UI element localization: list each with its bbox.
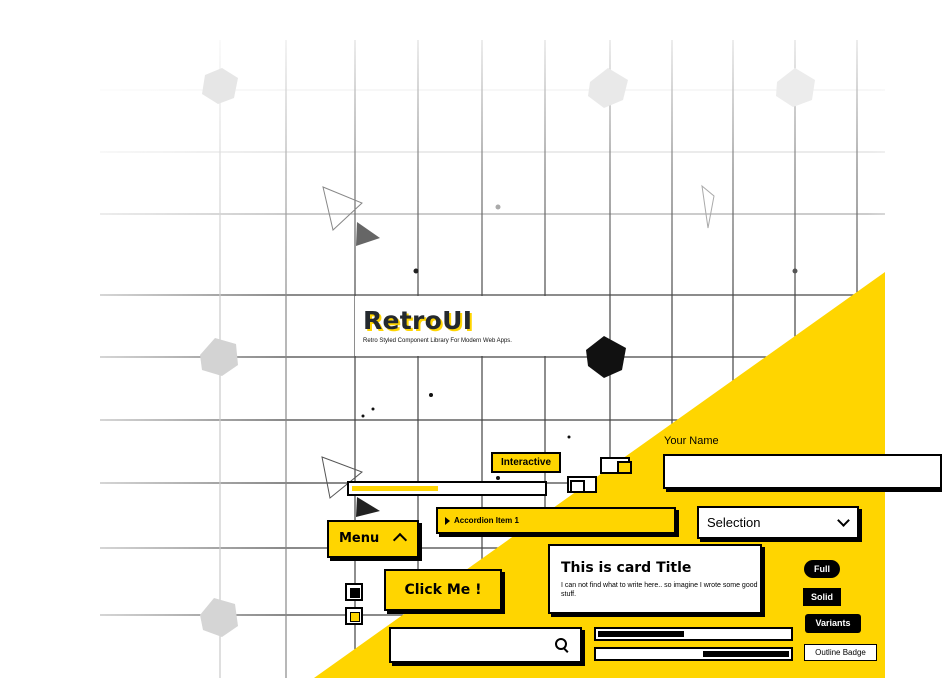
cube-decoration: [776, 68, 815, 107]
triangle-decoration: [356, 497, 380, 517]
progress-bar-top: [347, 481, 547, 496]
badge-variants: Variants: [805, 614, 861, 633]
card-title: This is card Title: [561, 560, 692, 576]
search-input[interactable]: [389, 627, 582, 663]
cube-decoration: [586, 336, 626, 378]
triangle-decoration: [356, 222, 380, 246]
cube-decoration: [202, 68, 238, 104]
toggle-knob: [570, 480, 585, 493]
cube-decoration: [200, 598, 238, 637]
toggle-switch-off[interactable]: [567, 476, 597, 493]
badge-outline: Outline Badge: [804, 644, 877, 661]
triangle-outline-decoration: [322, 186, 363, 231]
name-input[interactable]: [663, 454, 942, 489]
toggle-switch-on[interactable]: [600, 457, 632, 474]
hero-card: RetroUI Retro Styled Component Library F…: [355, 296, 547, 356]
cube-decoration: [200, 338, 238, 376]
toggle-knob: [617, 461, 632, 474]
chevron-up-icon: [392, 532, 408, 548]
progress-fill: [598, 631, 684, 637]
menu-button[interactable]: Menu: [327, 520, 419, 558]
progress-fill: [352, 486, 438, 491]
brand-subtitle: Retro Styled Component Library For Moder…: [363, 338, 512, 344]
badge-solid: Solid: [803, 588, 841, 606]
checkbox-2[interactable]: [345, 607, 363, 625]
accordion-item[interactable]: Accordion Item 1: [436, 507, 676, 534]
checkbox-mark: [350, 612, 360, 622]
interactive-label: Interactive: [491, 452, 561, 473]
click-me-button[interactable]: Click Me !: [384, 569, 502, 611]
progress-bar-1: [594, 627, 793, 641]
checkbox-1[interactable]: [345, 583, 363, 601]
card-body: I can not find what to write here.. so i…: [561, 582, 758, 598]
caret-right-icon: [445, 517, 450, 525]
menu-label: Menu: [339, 531, 380, 546]
select-value: Selection: [707, 515, 761, 530]
select-dropdown[interactable]: Selection: [697, 506, 859, 539]
triangle-outline-decoration: [701, 184, 715, 229]
cube-decoration: [588, 68, 628, 108]
checkbox-mark: [350, 588, 360, 598]
accordion-item-label: Accordion Item 1: [454, 516, 519, 525]
brand-title: RetroUI: [363, 306, 473, 335]
badge-full: Full: [804, 560, 840, 578]
chevron-down-icon: [837, 514, 850, 527]
progress-bar-2: [594, 647, 793, 661]
triangle-outline-decoration: [321, 456, 363, 499]
card: This is card Title I can not find what t…: [548, 544, 762, 614]
progress-fill: [703, 651, 789, 657]
name-field-label: Your Name: [664, 435, 719, 447]
search-icon: [555, 638, 567, 650]
